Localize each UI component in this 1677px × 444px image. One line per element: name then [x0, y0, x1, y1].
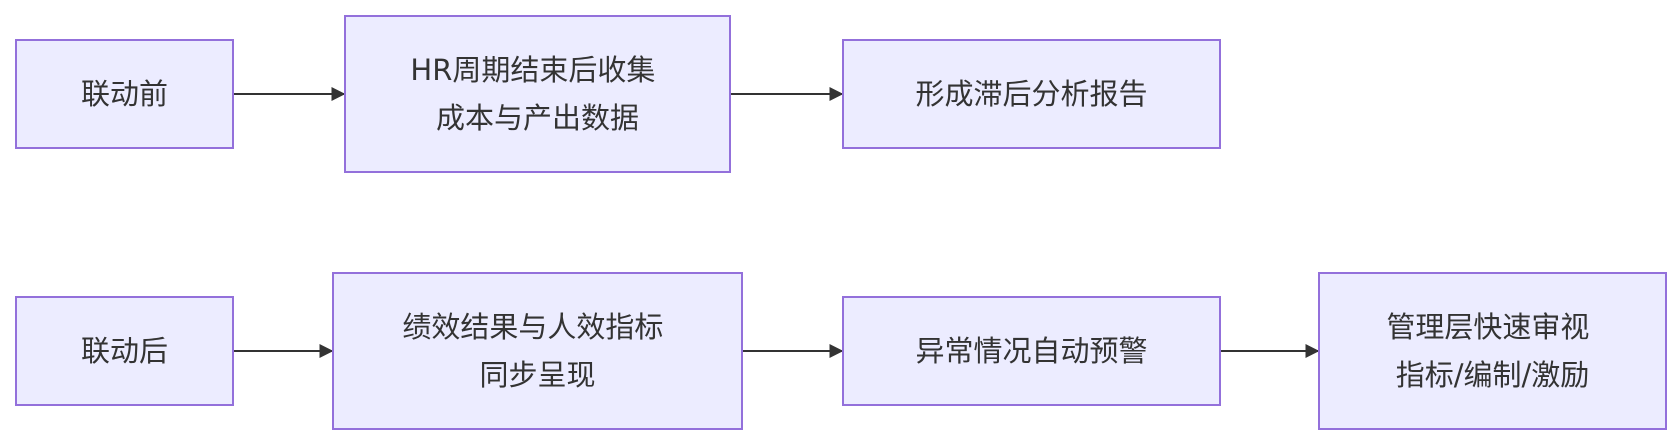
node-mgmt-review-line-2: 指标/编制/激励	[1396, 358, 1590, 392]
svg-text:形成滞后分析报告: 形成滞后分析报告	[915, 77, 1147, 111]
node-mgmt-review: 管理层快速审视 指标/编制/激励	[1318, 272, 1667, 430]
node-sync-present-line-1: 绩效结果与人效指标	[402, 310, 663, 344]
svg-text:管理层快速审视 指标/编制/激励: 管理层快速审视 指标/编制/激励	[1386, 310, 1598, 392]
svg-text:联动前: 联动前	[81, 77, 168, 111]
svg-text:联动后: 联动后	[81, 334, 168, 368]
node-after: 联动后	[15, 296, 234, 406]
node-lag-report: 形成滞后分析报告	[842, 39, 1221, 149]
svg-text:异常情况自动预警: 异常情况自动预警	[915, 334, 1147, 368]
node-hr-collect: HR周期结束后收集 成本与产出数据	[344, 15, 731, 173]
node-before: 联动前	[15, 39, 234, 149]
node-before-line-1: 联动前	[81, 77, 168, 111]
node-anomaly-alert-line-1: 异常情况自动预警	[915, 334, 1147, 368]
svg-text:HR周期结束后收集 成本与产出数据: HR周期结束后收集 成本与产出数据	[410, 53, 664, 135]
node-sync-present-line-2: 同步呈现	[479, 358, 595, 392]
svg-text:绩效结果与人效指标 同步呈现: 绩效结果与人效指标 同步呈现	[402, 310, 672, 392]
node-hr-collect-line-1: HR周期结束后收集	[410, 53, 655, 87]
node-anomaly-alert: 异常情况自动预警	[842, 296, 1221, 406]
node-after-line-1: 联动后	[81, 334, 168, 368]
node-hr-collect-line-2: 成本与产出数据	[436, 101, 639, 135]
node-lag-report-line-1: 形成滞后分析报告	[915, 77, 1147, 111]
node-sync-present: 绩效结果与人效指标 同步呈现	[332, 272, 743, 430]
node-mgmt-review-line-1: 管理层快速审视	[1386, 310, 1589, 344]
